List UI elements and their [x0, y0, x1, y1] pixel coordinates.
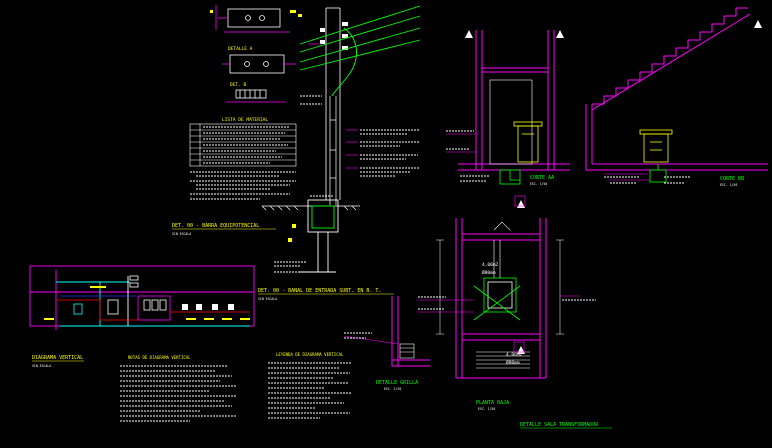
corte-bb-leaders: [604, 173, 650, 181]
corte-aa-arrows: [465, 30, 564, 38]
det-barra-title: DET. 00 - BARRA EQUIPOTENCIAL: [172, 223, 259, 229]
diagram-vertical-tags: [44, 286, 250, 320]
corte-aa-notes: [446, 130, 490, 182]
pole-conduit: [329, 96, 337, 205]
overhead-lines: [299, 5, 421, 97]
corte-bb-title: CORTE BB: [720, 176, 744, 182]
legend-title: LEYENDA DE DIAGRAMA VERTICAL: [276, 352, 344, 357]
planta-baja-hatch: [476, 351, 530, 369]
diagram-vertical-meters: [182, 304, 234, 310]
corte-aa-conduit: [499, 169, 521, 185]
notes-lines: [120, 365, 236, 422]
stair-profile: [585, 7, 768, 171]
material-list-title: LISTA DE MATERIAL: [222, 117, 268, 123]
ground-surface: [261, 205, 360, 211]
corte-aa-leaders: [446, 133, 478, 153]
planta-baja-arrows: [517, 200, 525, 354]
diagram-vertical-title: DIAGRAMA VERTICAL: [32, 355, 83, 361]
foundation-notes: [274, 195, 334, 273]
pole-left-notes: [300, 95, 322, 105]
grilla-leaders: [343, 335, 399, 345]
ground-rod: [288, 224, 296, 242]
planta-baja-conduit: [493, 221, 511, 278]
planta-baja-notes: [418, 296, 596, 310]
corte-aa-scale: ESC. 1/50: [530, 182, 547, 186]
corte-bb-conduit: [649, 164, 667, 183]
pole-insulators: [320, 22, 348, 50]
diagram-vertical-red-cables: [56, 299, 250, 321]
corte-aa-title: CORTE AA: [530, 175, 554, 181]
dim-4m2-upper: 4,00m2: [482, 262, 499, 268]
corte-aa-section: [458, 30, 570, 171]
detail-a-box: [222, 54, 296, 74]
corte-bb-notes: [604, 176, 690, 184]
det-barra-scale: SIN ESCALA: [172, 232, 191, 236]
detail-a-title: DETALLE A: [228, 46, 253, 52]
dim-80mm-upper: Ø80mm: [482, 269, 496, 276]
det-banal-title: DET. 00 - BANAL DE ENTRADA SUBT. EN B. T…: [258, 288, 381, 294]
corte-bb-arrow: [754, 20, 762, 28]
dim-80mm-lower: Ø80mm: [506, 359, 520, 366]
planta-baja-dims: [436, 239, 564, 335]
pole-right-notes: [360, 129, 420, 177]
diagram-vertical-scale: SIN ESCALA: [32, 364, 51, 368]
corte-bb-scale: ESC. 1/50: [720, 183, 737, 187]
material-list-text-lines: [203, 126, 290, 164]
grilla-detail: [391, 296, 430, 367]
detail-b-box: [226, 89, 286, 103]
detail-top-yellow-marks: [210, 10, 302, 17]
planta-baja-transformer: [473, 277, 521, 321]
sala-transformador-title: DETALLE SALA TRANSFORMADOR: [520, 422, 599, 428]
grilla-title: DETALLE GRILLA: [376, 380, 418, 386]
foundation-box: [300, 199, 339, 273]
corte-bb-cabinet: [639, 129, 673, 163]
det-banal-scale: SIN ESCALA: [258, 297, 277, 301]
planta-baja-title: PLANTA BAJA: [476, 400, 509, 406]
diagram-vertical-legend-swatches: [129, 275, 139, 288]
notes-title: NOTAS DE DIAGRAMA VERTICAL: [128, 355, 191, 360]
material-list-table: [189, 123, 297, 167]
grilla-notes: [344, 332, 372, 339]
diagram-vertical-panels: [73, 295, 171, 321]
material-notes-lines: [190, 171, 296, 200]
planta-baja-scale: ESC. 1/50: [478, 407, 495, 411]
grilla-scale: ESC. 1/20: [384, 387, 401, 391]
detail-b-title: DET. B: [230, 82, 247, 88]
planta-baja-walls: [455, 218, 547, 379]
utility-pole: [325, 7, 341, 200]
planta-baja-section-tag: [513, 195, 526, 353]
planta-baja-leaders: [418, 295, 580, 313]
legend-lines: [268, 362, 352, 419]
corte-aa-cabinet: [513, 121, 543, 163]
pole-callouts: [308, 43, 358, 169]
detail-top-box: [215, 5, 290, 33]
dim-4m2-lower: 4,00m2: [506, 352, 523, 358]
